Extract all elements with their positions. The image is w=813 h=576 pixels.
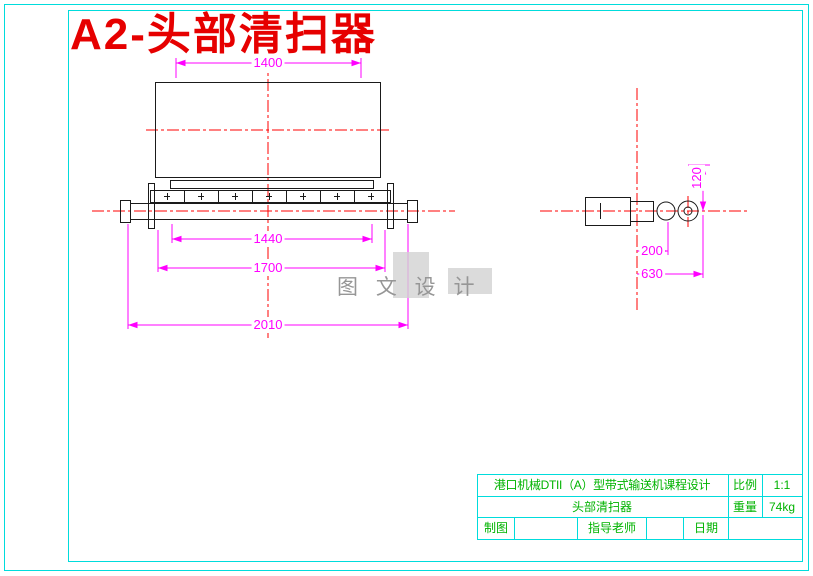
title-block-weight-value: 74kg [768, 500, 796, 514]
dim-1400: 1400 [251, 55, 285, 71]
title-block-grid [477, 474, 803, 540]
title-block-advisor-label: 指导老师 [587, 521, 637, 535]
dim-1700: 1700 [251, 260, 285, 276]
dim-630: 630 [639, 266, 665, 282]
title-block-weight-label: 重量 [732, 500, 758, 514]
front-view-geometry [120, 82, 418, 229]
centerlines [92, 58, 748, 338]
title-block-scale-label: 比例 [732, 478, 758, 492]
sheet-frame [4, 4, 809, 571]
title-block-part-name: 头部清扫器 [571, 500, 633, 514]
watermark-box [448, 268, 492, 294]
title-block-project: 港口机械DTII（A）型带式输送机课程设计 [493, 478, 711, 492]
dim-2010: 2010 [251, 317, 285, 333]
dim-1440: 1440 [251, 231, 285, 247]
title-block-date-label: 日期 [693, 521, 719, 535]
title-block-drafter-label: 制图 [483, 521, 509, 535]
dim-120: 120 [689, 165, 705, 191]
side-view-geometry [585, 197, 699, 226]
dim-200: 200 [639, 243, 665, 259]
drawing-title: A2-头部清扫器 [70, 10, 377, 59]
title-block-scale-value: 1:1 [773, 478, 791, 492]
watermark-text: 图 文 设 计 [337, 276, 481, 299]
watermark-box [393, 252, 429, 298]
